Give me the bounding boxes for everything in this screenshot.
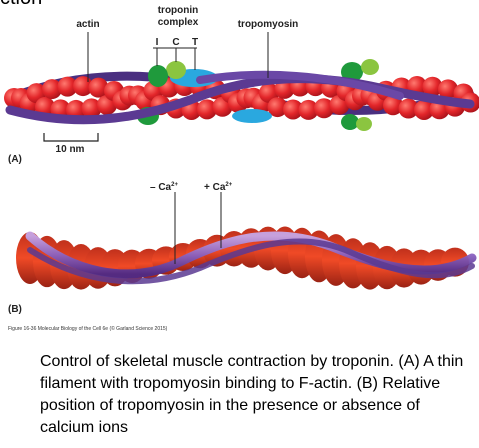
minus-ca-label: – Ca2+: [150, 182, 178, 193]
tropomyosin-strand-front: [5, 74, 475, 125]
actin-bead: [267, 97, 288, 118]
panel-b-filament: [16, 226, 477, 290]
subunit-i-label: I: [156, 37, 159, 48]
figure-credit: Figure 16-36 Molecular Biology of the Ce…: [8, 325, 168, 332]
actin-bead: [422, 76, 443, 97]
troponin-c-shape: [166, 61, 186, 79]
subunit-c-label: C: [172, 37, 179, 48]
troponin-complex-right: [341, 59, 379, 131]
actin-bead: [88, 77, 109, 98]
tropomyosin-label: tropomyosin: [238, 19, 299, 30]
actin-bead: [414, 99, 434, 120]
panel-b-label: (B): [8, 304, 22, 315]
subunit-t-label: T: [192, 37, 198, 48]
troponin-i-shape: [148, 65, 168, 87]
header-fragment: ction: [0, 0, 42, 10]
actin-bead: [197, 99, 217, 120]
troponin-label-2: complex: [158, 17, 199, 28]
actin-bead: [42, 79, 62, 100]
troponin-label-1: troponin: [158, 5, 199, 16]
actin-bead: [81, 98, 102, 119]
troponin-i-right-shape: [341, 62, 363, 82]
actin-bead: [438, 79, 458, 100]
actin-bead: [283, 99, 303, 120]
actin-bead: [57, 76, 78, 97]
actin-bead: [66, 99, 86, 120]
panel-a-filament: [4, 59, 479, 131]
troponin-light-right-lower-shape: [356, 117, 372, 131]
tropomyosin-strand-front-2: [196, 70, 404, 100]
actin-bead: [274, 78, 295, 99]
actin-bead: [298, 99, 319, 120]
troponin-green-right-lower-shape: [341, 114, 359, 130]
tropomyosin-plus-ca: [27, 238, 475, 285]
actin-bead: [383, 95, 403, 116]
figure-caption: Control of skeletal muscle contraction b…: [40, 353, 464, 436]
plus-ca-label: + Ca2+: [204, 182, 233, 193]
muscle-filament-figure: actin troponin complex I C T tropomyosin…: [4, 5, 479, 332]
panel-a-label: (A): [8, 154, 22, 165]
troponin-c-right-shape: [361, 59, 379, 75]
scale-label: 10 nm: [56, 144, 85, 155]
actin-label: actin: [76, 19, 99, 30]
actin-bead: [398, 98, 419, 119]
troponin-blue-lower-shape: [232, 109, 272, 123]
actin-bead: [314, 98, 334, 119]
scale-bar: [43, 133, 99, 142]
